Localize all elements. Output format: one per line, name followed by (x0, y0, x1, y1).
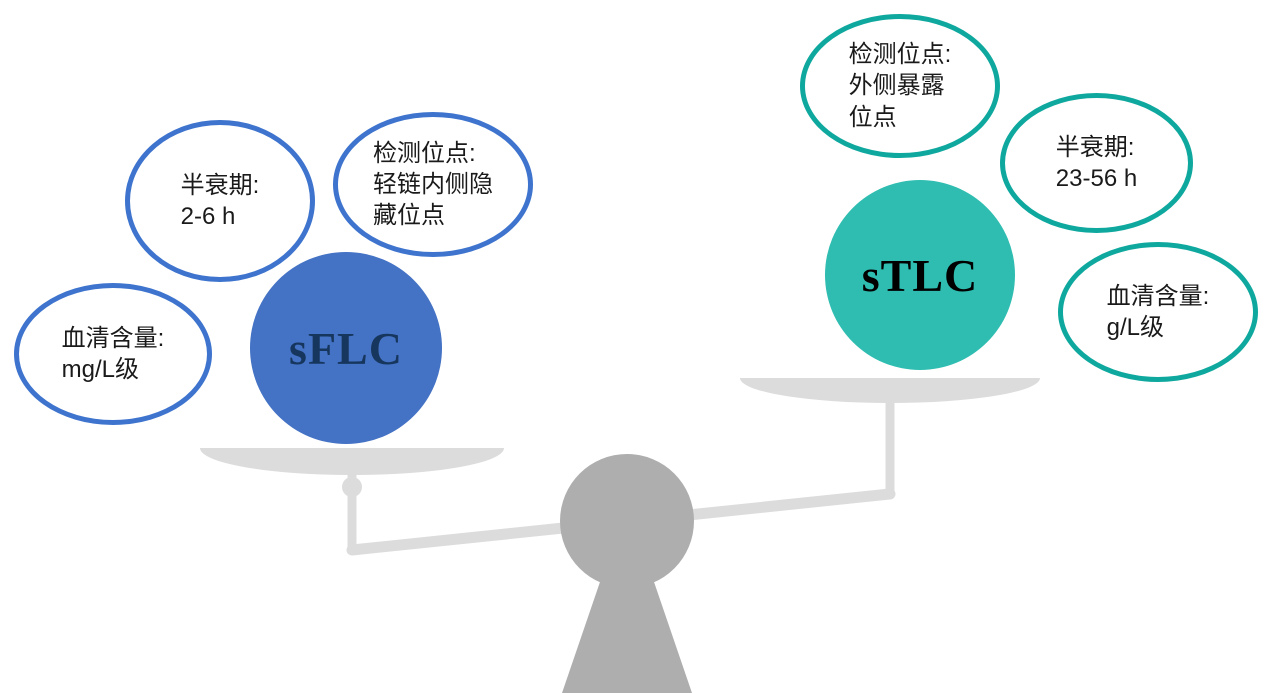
stlc-serum-level-text: 血清含量: g/L级 (1106, 282, 1210, 341)
sflc-halflife-text: 半衰期: 2-6 h (180, 171, 260, 230)
person-head (560, 454, 694, 588)
sflc-label: sFLC (289, 322, 403, 374)
stlc-detection-site-bubble: 检测位点: 外侧暴露 位点 (800, 14, 1000, 158)
sflc-detection-site-bubble: 检测位点: 轻链内侧隐 藏位点 (333, 112, 533, 257)
stlc-label: sTLC (861, 249, 979, 301)
stlc-circle: sTLC (825, 180, 1015, 370)
person-body (562, 579, 692, 693)
stlc-serum-level-bubble: 血清含量: g/L级 (1058, 242, 1258, 382)
sflc-detection-site-text: 检测位点: 轻链内侧隐 藏位点 (373, 139, 493, 230)
sflc-halflife-bubble: 半衰期: 2-6 h (125, 120, 315, 282)
stlc-halflife-bubble: 半衰期: 23-56 h (1000, 93, 1193, 233)
sflc-serum-level-text: 血清含量: mg/L级 (61, 324, 165, 383)
left-pan-knob (342, 477, 362, 497)
sflc-circle: sFLC (250, 252, 442, 444)
stlc-detection-site-text: 检测位点: 外侧暴露 位点 (848, 41, 952, 131)
stlc-halflife-text: 半衰期: 23-56 h (1055, 133, 1138, 192)
sflc-serum-level-bubble: 血清含量: mg/L级 (14, 283, 212, 425)
